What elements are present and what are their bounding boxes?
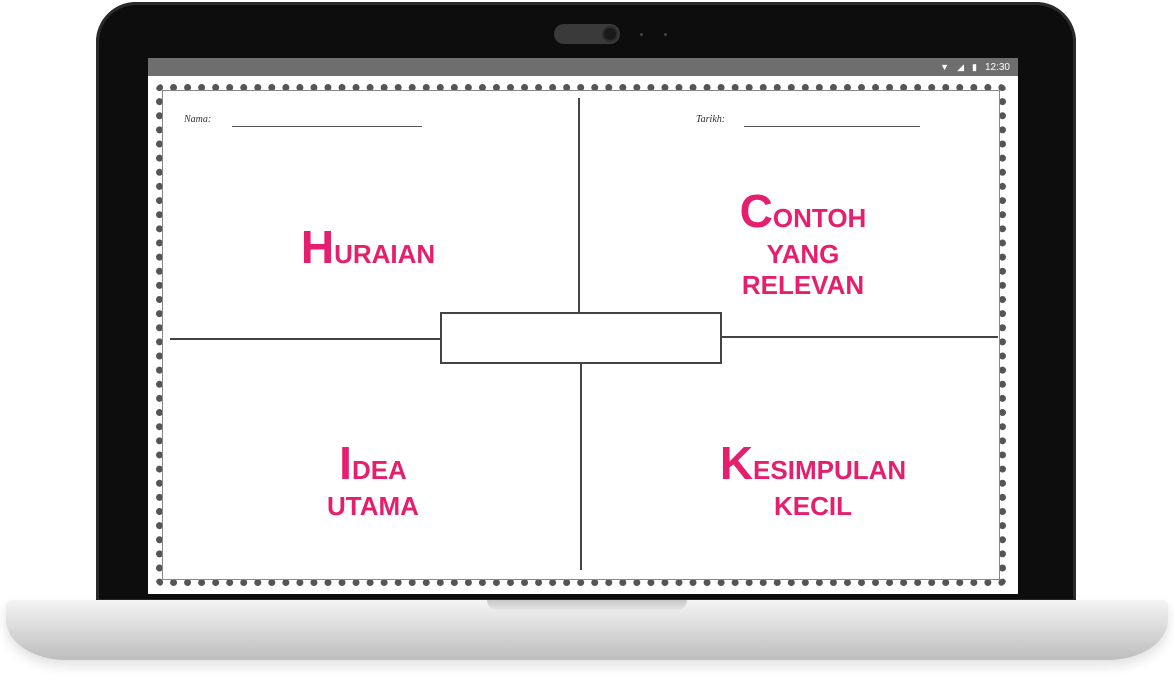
quadrant-label-bottom-left: IDEA UTAMA (327, 437, 419, 522)
camera-icon (604, 28, 616, 40)
horizontal-divider-left (170, 338, 440, 340)
quadrant-label-top-left: HURAIAN (300, 221, 436, 273)
sensor-dot (640, 33, 643, 36)
vertical-divider-top (578, 98, 580, 312)
decorative-chain-border (156, 84, 1006, 586)
center-topic-box (440, 312, 722, 364)
vertical-divider-bottom (580, 364, 582, 570)
horizontal-divider-right (722, 336, 998, 338)
signal-icon: ◢ (957, 61, 965, 72)
date-field-label: Tarikh: (696, 114, 726, 125)
status-bar: ▼ ◢ ▮ 12:30 (148, 58, 1018, 76)
battery-icon: ▮ (972, 61, 977, 72)
quadrant-label-top-right: CONTOH YANG RELEVAN (739, 185, 867, 301)
wifi-icon: ▼ (940, 61, 950, 72)
date-field-line (744, 126, 920, 127)
laptop-screen: ▼ ◢ ▮ 12:30 Nama: Tarikh: HURAIAN (148, 58, 1018, 594)
quadrant-label-bottom-right: KESIMPULAN KECIL (719, 437, 907, 522)
four-square-worksheet: Nama: Tarikh: HURAIAN CONTOH YANG RELEVA… (148, 76, 1018, 594)
laptop-base (6, 600, 1168, 660)
name-field-label: Nama: (184, 114, 212, 125)
worksheet-inner-border (162, 90, 1000, 580)
sensor-dot (664, 33, 667, 36)
laptop-hinge-notch (487, 600, 687, 610)
name-field-line (232, 126, 422, 127)
status-time: 12:30 (984, 61, 1010, 73)
camera-housing (554, 24, 620, 44)
